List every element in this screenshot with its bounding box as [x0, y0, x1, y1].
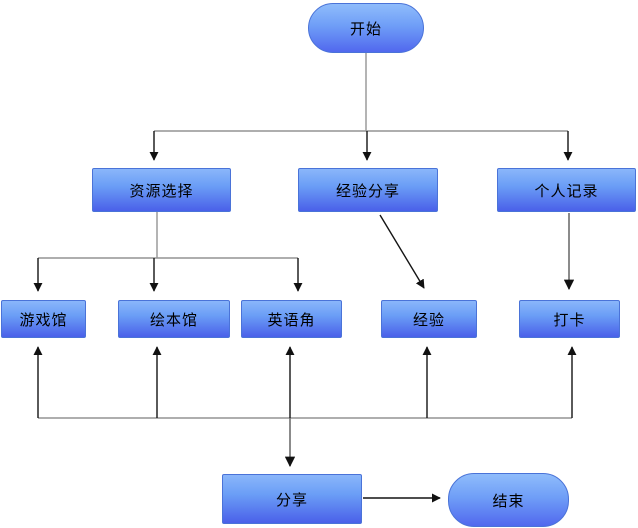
node-game-hall[interactable]: 游戏馆	[1, 300, 86, 338]
node-english-corner[interactable]: 英语角	[241, 300, 342, 338]
node-end[interactable]: 结束	[448, 473, 569, 527]
node-experience-label: 经验	[412, 311, 445, 329]
node-share[interactable]: 分享	[222, 474, 362, 524]
node-experience[interactable]: 经验	[381, 300, 477, 338]
edge-arrow-experience	[379, 214, 425, 289]
node-picture-book-hall-label: 绘本馆	[149, 311, 198, 329]
node-end-label: 结束	[492, 492, 525, 510]
node-game-hall-label: 游戏馆	[19, 311, 68, 329]
node-check-in-label: 打卡	[553, 311, 586, 329]
node-resource-selection[interactable]: 资源选择	[92, 168, 231, 212]
node-start-label: 开始	[349, 20, 382, 38]
node-resource-selection-label: 资源选择	[129, 182, 194, 200]
node-personal-record-label: 个人记录	[534, 182, 599, 200]
node-experience-sharing[interactable]: 经验分享	[298, 168, 438, 212]
node-check-in[interactable]: 打卡	[519, 300, 620, 338]
node-experience-sharing-label: 经验分享	[335, 182, 400, 200]
node-personal-record[interactable]: 个人记录	[497, 168, 636, 212]
node-start[interactable]: 开始	[308, 3, 424, 53]
node-picture-book-hall[interactable]: 绘本馆	[118, 300, 230, 338]
node-english-corner-label: 英语角	[267, 311, 316, 329]
node-share-label: 分享	[275, 491, 308, 509]
